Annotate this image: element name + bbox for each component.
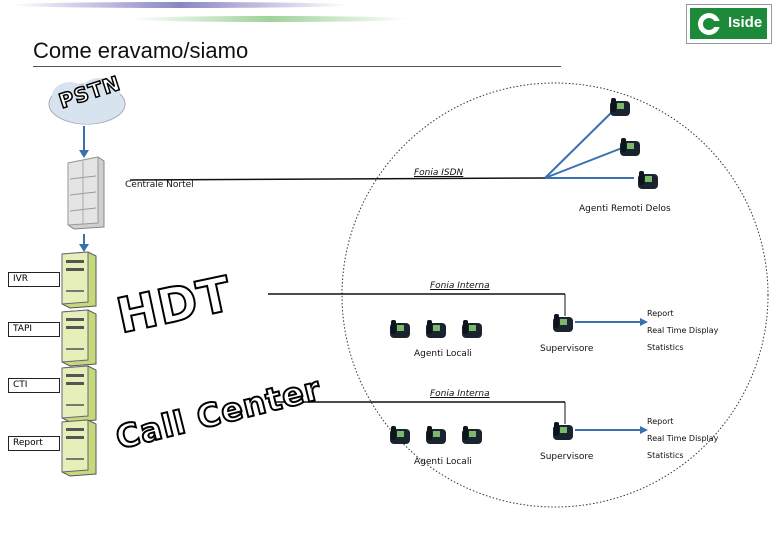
site-boundary [341,82,769,508]
isdn-label: Fonia ISDN [414,168,464,178]
supervisor-phone-icon [553,422,573,440]
phone-icon [426,426,446,444]
tapi-label: TAPI [8,322,60,337]
output-statistics-label: Statistics [647,343,684,352]
server-icon [61,251,97,309]
output-realtime-label: Real Time Display [647,434,719,443]
pstn-cloud-icon [48,78,126,125]
output-realtime-label: Real Time Display [647,326,719,335]
phone-icon [462,320,482,338]
server-icon [61,419,97,477]
logo-mark-icon [698,13,720,35]
pbx-cabinet-icon [67,156,105,230]
agents-local-label: Agenti Locali [414,349,472,359]
supervisor-label: Supervisore [540,344,594,354]
remote-agents-label: Agenti Remoti Delos [579,204,671,214]
supervisor-label: Supervisore [540,452,594,462]
output-statistics-label: Statistics [647,451,684,460]
phone-icon [638,171,658,189]
header-decoration [10,2,410,22]
isdn-line [129,177,546,181]
centrale-label: Centrale Nortel [125,180,194,190]
iside-logo: Iside [686,4,772,44]
fonia-interna-label: Fonia Interna [430,389,490,399]
agents-local-label: Agenti Locali [414,457,472,467]
phone-icon [390,426,410,444]
server-icon [61,309,97,367]
supervisor-phone-icon [553,314,573,332]
report-server-label: Report [8,436,60,451]
title-underline [33,66,561,67]
fonia-interna-label: Fonia Interna [430,281,490,291]
cti-label: CTI [8,378,60,393]
phone-icon [462,426,482,444]
slide-title: Come eravamo/siamo [33,38,249,63]
output-report-label: Report [647,417,674,426]
phone-icon [426,320,446,338]
logo-text: Iside [728,14,763,31]
output-report-label: Report [647,309,674,318]
phone-icon [390,320,410,338]
phone-icon [610,98,630,116]
ivr-label: IVR [8,272,60,287]
phone-icon [620,138,640,156]
server-icon [61,365,97,423]
